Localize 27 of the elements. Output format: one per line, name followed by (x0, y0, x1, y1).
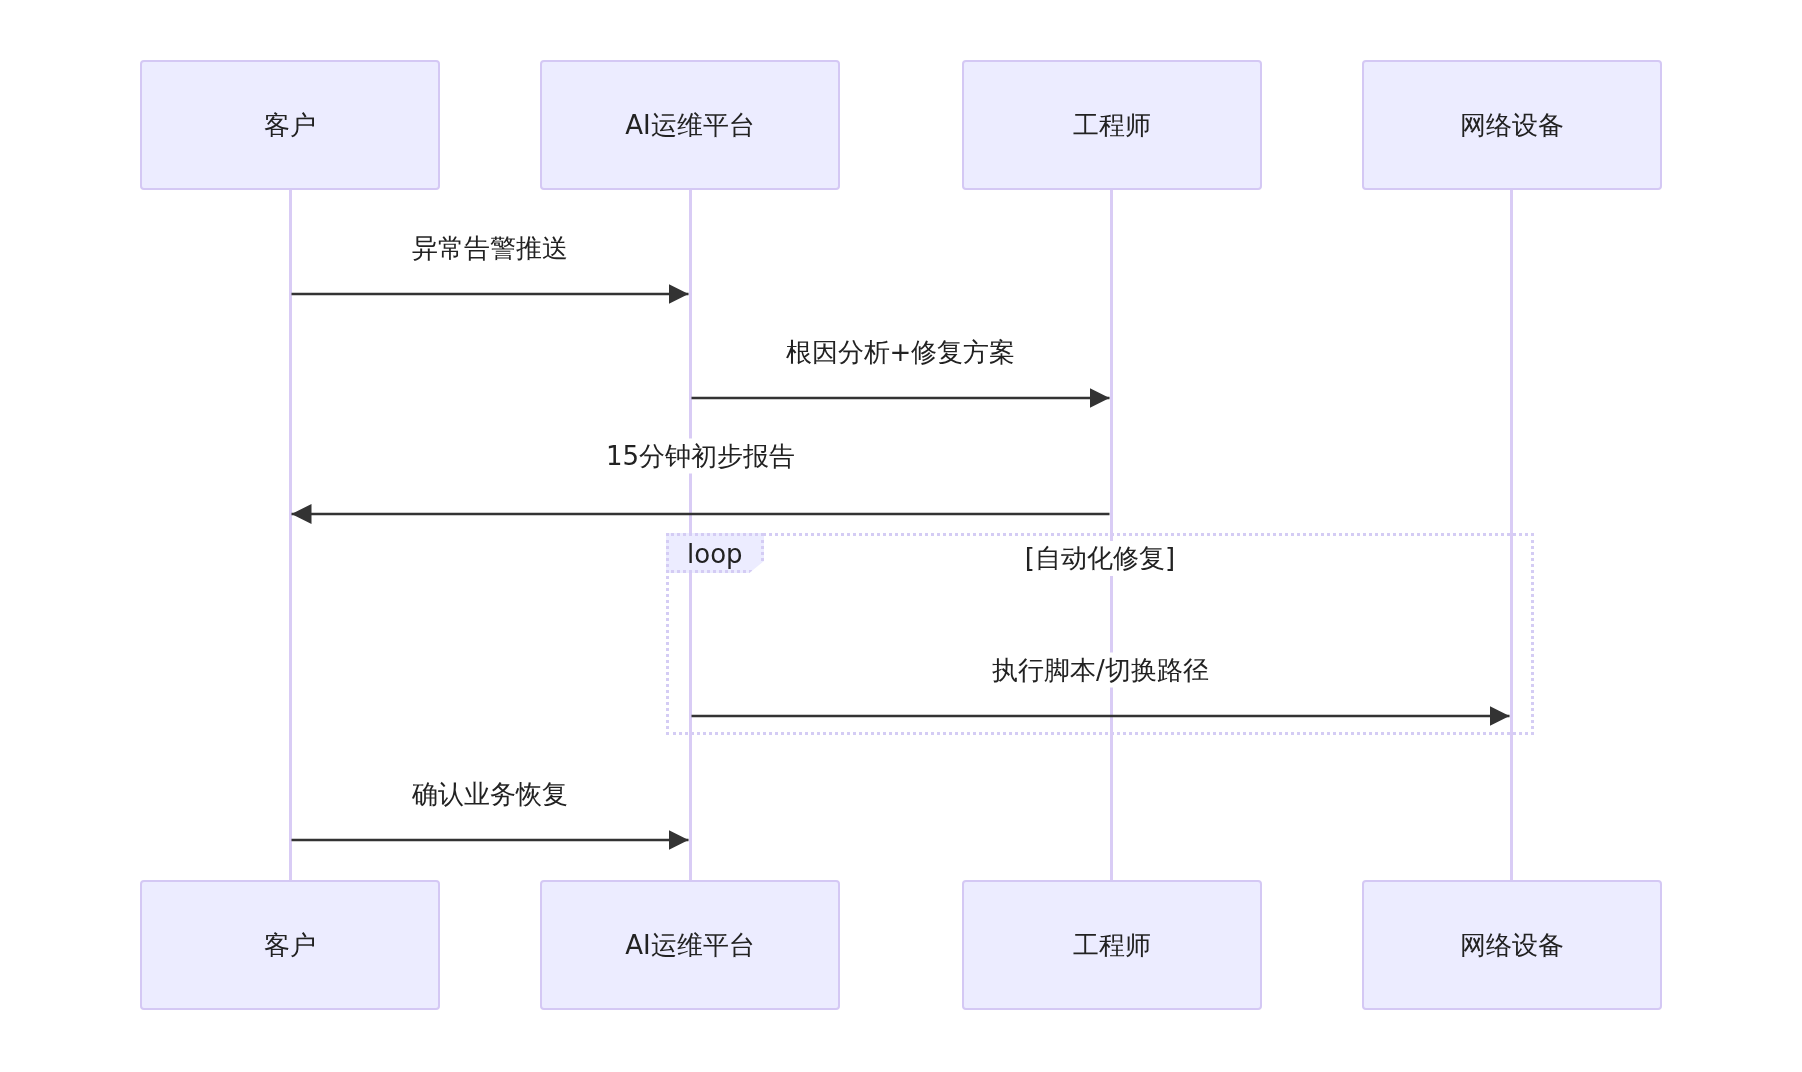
participant-box (962, 60, 1262, 190)
participant-name: 工程师 (1073, 928, 1151, 962)
loop-condition: [自动化修复] (1024, 541, 1176, 576)
participant-name: 客户 (264, 928, 316, 962)
message-arrow (291, 830, 689, 850)
participant-box (140, 880, 440, 1010)
participant-name: AI运维平台 (625, 928, 755, 962)
message-arrow (291, 284, 689, 304)
participant-box (540, 60, 840, 190)
participant-name: 客户 (264, 108, 316, 142)
participant-name: 网络设备 (1460, 108, 1564, 142)
message-arrow (691, 388, 1110, 408)
lifeline (288, 190, 292, 880)
loop-keyword: loop (687, 539, 743, 569)
participant-name: 工程师 (1073, 108, 1151, 142)
loop-tag (666, 533, 764, 573)
participant-box (1362, 60, 1662, 190)
participant-box (140, 60, 440, 190)
participant-box (540, 880, 840, 1010)
participant-box (962, 880, 1262, 1010)
message-arrow (291, 504, 1110, 524)
participant-box (1362, 880, 1662, 1010)
participant-name: 网络设备 (1460, 928, 1564, 962)
lifeline (1509, 190, 1513, 880)
message-arrow (691, 706, 1510, 726)
message-label: 执行脚本/切换路径 (990, 652, 1211, 688)
participant-name: AI运维平台 (625, 108, 755, 142)
